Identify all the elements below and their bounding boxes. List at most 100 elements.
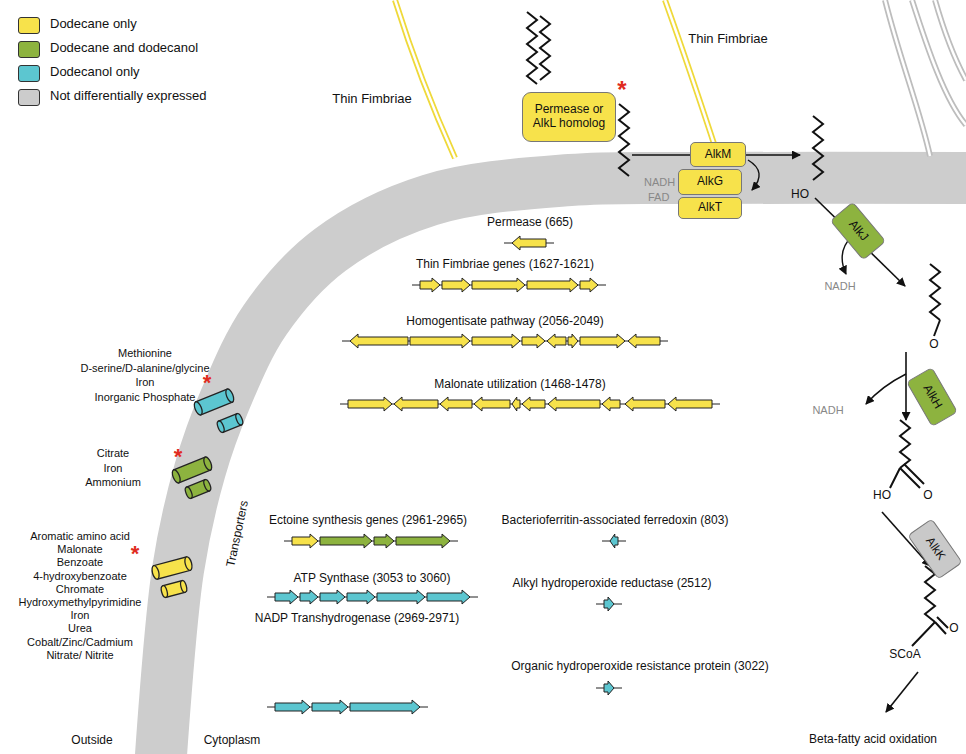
annotation-label: HO (791, 188, 809, 202)
gene-arrow (527, 278, 578, 292)
gene-arrow (427, 590, 470, 604)
alkane-chain (813, 116, 823, 180)
significance-asterisk: * (131, 541, 140, 566)
node-text: AlkH (920, 383, 945, 412)
legend-swatch (18, 89, 40, 106)
gene-arrow (374, 534, 394, 548)
gene-arrow (610, 534, 618, 548)
annotation-label: HO (873, 489, 891, 503)
gene-arrow (547, 334, 566, 348)
annotation-label: Ammonium (85, 476, 141, 489)
annotation-label: Inorganic Phosphate (95, 391, 196, 404)
annotation-label: NADH (644, 176, 675, 189)
transporter-cylinder (193, 388, 236, 416)
annotation-label: Thin Fimbriae (688, 32, 767, 47)
annotation-label: SCoA (889, 648, 920, 662)
annotation-label: Cobalt/Zinc/Cadmium (27, 636, 133, 649)
legend-text: Dodecane only (50, 17, 137, 32)
gene-arrow (522, 334, 545, 348)
annotation-label: O (923, 489, 932, 503)
annotation-label: Iron (136, 376, 155, 389)
annotation-label: O (929, 338, 938, 352)
fimbria (912, 0, 966, 125)
annotation-label: NADH (812, 404, 843, 417)
annotation-label: Beta-fatty acid oxidation (809, 733, 937, 747)
annotation-label: Alkyl hydroperoxide reductase (2512) (513, 577, 712, 591)
annotation-label: Citrate (97, 447, 129, 460)
gene-arrow (275, 700, 310, 714)
gene-arrow (292, 534, 318, 548)
transporter-cylinder (216, 413, 244, 434)
gene-arrow (348, 397, 392, 411)
gene-arrow (604, 597, 614, 611)
gene-arrow (350, 700, 420, 714)
reaction-arrow (748, 160, 759, 190)
fimbria (935, 0, 966, 80)
gene-arrow (602, 397, 620, 411)
node-text: AlkK (922, 535, 947, 563)
gene-arrow (625, 397, 665, 411)
alkane-chain (527, 12, 537, 84)
gene-arrow (668, 397, 712, 411)
gene-arrow (410, 334, 470, 348)
legend-text: Dodecanol only (50, 65, 140, 80)
cell-membrane (160, 178, 966, 754)
bond-line (934, 320, 940, 336)
significance-asterisk: * (617, 76, 626, 104)
transporter-cylinder (184, 479, 212, 500)
gene-arrow (347, 590, 375, 604)
annotation-label: D-serine/D-alanine/glycine (80, 362, 209, 375)
gene-arrow (580, 278, 598, 292)
alkane-chain (930, 264, 940, 320)
gene-arrow (580, 334, 625, 348)
node-text: AlkM (705, 148, 732, 162)
annotation-label: ATP Synthase (3053 to 3060) (294, 572, 451, 586)
node-text: Permease or AlkL homolog (528, 103, 610, 131)
node-text: AlkJ (845, 218, 870, 244)
gene-arrow (420, 278, 440, 292)
significance-asterisk: * (203, 370, 212, 395)
transporter-cylinder (151, 556, 194, 580)
gene-arrow (548, 397, 600, 411)
annotation-label: Thin Fimbriae genes (1627-1621) (416, 258, 594, 272)
annotation-label: Thin Fimbriae (332, 92, 411, 107)
legend-text: Dodecane and dodecanol (50, 41, 198, 56)
annotation-label: Iron (71, 609, 90, 622)
legend-swatch (18, 41, 40, 58)
annotation-label: Nitrate/ Nitrite (46, 649, 113, 662)
node-text: AlkT (698, 201, 722, 215)
alkane-chain (900, 420, 910, 468)
annotation-label: Permease (665) (487, 216, 573, 230)
gene-arrow (512, 397, 520, 411)
annotation-label: Homogentisate pathway (2056-2049) (406, 315, 603, 329)
node-text: AlkG (697, 175, 723, 189)
annotation-label: Hydroxymethylpyrimidine (19, 596, 142, 609)
reaction-arrow (866, 374, 906, 404)
annotation-label: Cytoplasm (204, 734, 261, 748)
fimbria (395, 0, 455, 158)
alkane-chain (619, 104, 629, 176)
legend-swatch (18, 65, 40, 82)
annotation-label: Ectoine synthesis genes (2961-2965) (269, 514, 467, 528)
annotation-label: 4-hydroxybenzoate (33, 570, 127, 583)
gene-arrow (474, 397, 510, 411)
gene-arrow (628, 334, 660, 348)
reaction-arrow (886, 672, 918, 712)
gene-arrow (522, 397, 545, 411)
reaction-arrow (815, 198, 905, 286)
transporter-cylinder (160, 580, 188, 598)
annotation-label: Aromatic amino acid (30, 530, 130, 543)
gene-arrow (440, 397, 472, 411)
annotation-label: O (949, 622, 958, 636)
annotation-label: NADH (824, 280, 855, 293)
annotation-label: Organic hydroperoxide resistance protein… (511, 660, 768, 674)
bond-line (912, 617, 948, 646)
gene-arrow (320, 590, 345, 604)
fimbria (665, 0, 718, 156)
reaction-arrow (905, 352, 907, 420)
annotation-label: Malonate utilization (1468-1478) (434, 378, 605, 392)
gene-arrow (604, 681, 614, 695)
annotation-label: Transporters (224, 499, 252, 568)
protein-box: Permease or AlkL homolog (522, 92, 616, 142)
enzyme-box: AlkJ (830, 201, 886, 260)
